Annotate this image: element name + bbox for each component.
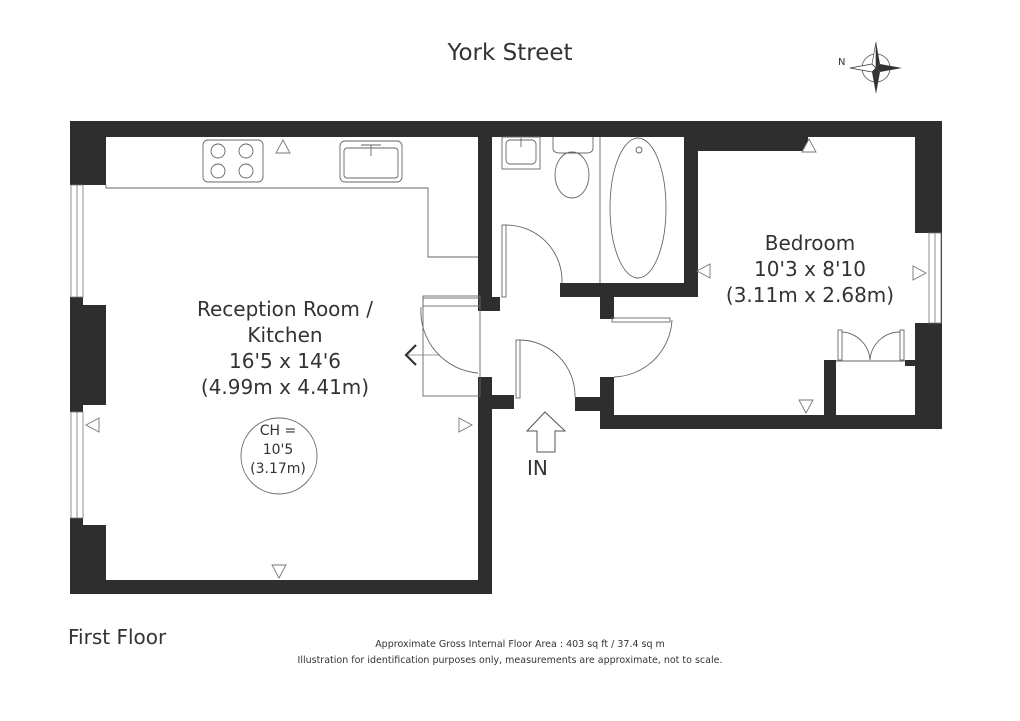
windows [70, 184, 942, 519]
kitchen-sink-icon [339, 140, 403, 183]
disclaimer-text: Illustration for identification purposes… [297, 655, 723, 666]
reception-room-name-2: Kitchen [247, 323, 323, 347]
basin-icon [501, 136, 541, 170]
ceiling-height-label: CH = 10'5 (3.17m) [236, 422, 320, 479]
reception-room-name-1: Reception Room / [196, 297, 373, 321]
ceiling-height-imperial: 10'5 [262, 441, 294, 458]
ceiling-height-circle [240, 417, 318, 495]
floor-name: First Floor [68, 625, 167, 649]
toilet-icon [552, 137, 594, 154]
ceiling-height-title: CH = [259, 423, 297, 439]
door-direction-arrow-icon [404, 344, 440, 366]
radiator-markers [85, 138, 927, 579]
compass-rose-icon [849, 41, 902, 94]
bedroom-dimensions-metric: (3.11m x 2.68m) [725, 283, 895, 307]
walls [70, 121, 942, 594]
reception-room-dimensions-metric: (4.99m x 4.41m) [200, 375, 370, 399]
compass-north-label: N [838, 57, 846, 68]
bedroom-label: Bedroom 10'3 x 8'10 (3.11m x 2.68m) [700, 230, 920, 308]
entrance-label: IN [527, 456, 548, 480]
ceiling-height-metric: (3.17m) [250, 460, 306, 477]
reception-room-label: Reception Room / Kitchen 16'5 x 14'6 (4.… [160, 296, 410, 400]
fixtures [105, 136, 905, 495]
floor-area-text: Approximate Gross Internal Floor Area : … [375, 639, 665, 650]
bedroom-dimensions-imperial: 10'3 x 8'10 [754, 257, 866, 281]
reception-room-dimensions-imperial: 16'5 x 14'6 [229, 349, 341, 373]
bath-icon [609, 137, 667, 279]
hob-icon [202, 139, 264, 183]
street-name: York Street [447, 40, 573, 66]
bedroom-name: Bedroom [764, 231, 856, 255]
entrance-arrow-icon [525, 411, 567, 453]
